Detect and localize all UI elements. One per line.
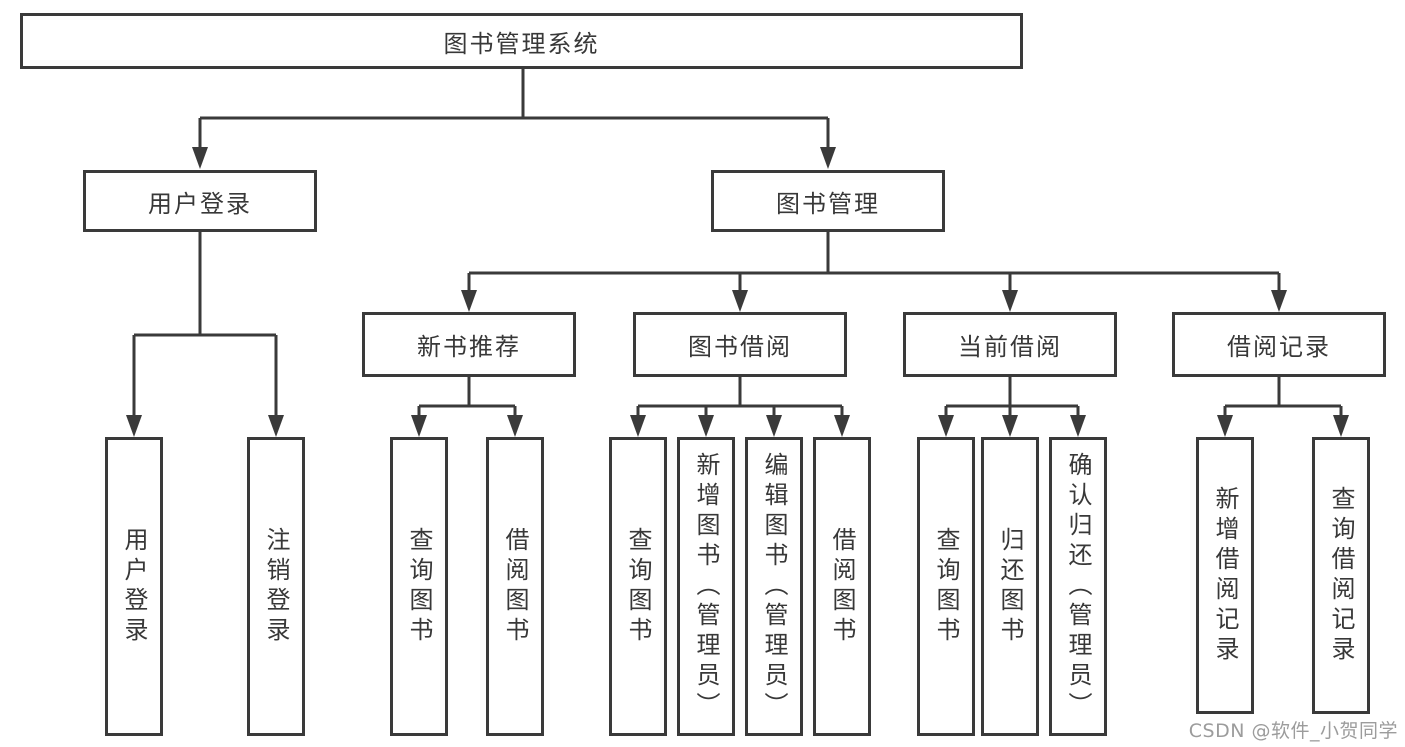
arrow-head-icon <box>126 415 142 437</box>
node-user-login: 用户登录 <box>83 170 317 232</box>
tree-edges <box>132 69 1343 419</box>
node-current-borrowing: 当前借阅 <box>903 312 1117 377</box>
leaf-user-login: 用户登录 <box>105 437 163 736</box>
arrow-head-icon <box>411 415 427 437</box>
arrow-head-icon <box>1070 415 1086 437</box>
leaf-query-books-current: 查询图书 <box>917 437 975 736</box>
watermark: CSDN @软件_小贺同学 <box>1188 720 1398 742</box>
arrow-head-icon <box>834 415 850 437</box>
leaf-borrow-books-borrowing: 借阅图书 <box>813 437 871 736</box>
arrow-head-icon <box>192 147 208 169</box>
arrow-head-icon <box>1271 290 1287 312</box>
arrow-head-icon <box>1002 415 1018 437</box>
arrow-head-icon <box>820 147 836 169</box>
arrow-head-icon <box>732 290 748 312</box>
leaf-query-books-recommend: 查询图书 <box>390 437 448 736</box>
arrow-head-icon <box>630 415 646 437</box>
leaf-confirm-return-admin: 确认归还（管理员） <box>1049 437 1107 736</box>
leaf-add-borrow-record: 新增借阅记录 <box>1196 437 1254 714</box>
arrow-head-icon <box>507 415 523 437</box>
node-new-book-recommendation: 新书推荐 <box>362 312 576 377</box>
arrow-head-icon <box>1217 415 1233 437</box>
arrow-head-icon <box>461 290 477 312</box>
leaf-query-borrow-record: 查询借阅记录 <box>1312 437 1370 714</box>
leaf-add-book-admin: 新增图书（管理员） <box>677 437 735 736</box>
arrow-head-icon <box>938 415 954 437</box>
node-book-management: 图书管理 <box>711 170 945 232</box>
arrow-head-icon <box>698 415 714 437</box>
arrow-head-icon <box>1002 290 1018 312</box>
leaf-edit-book-admin: 编辑图书（管理员） <box>745 437 803 736</box>
leaf-logout: 注销登录 <box>247 437 305 736</box>
node-borrowing-records: 借阅记录 <box>1172 312 1386 377</box>
leaf-borrow-books-recommend: 借阅图书 <box>486 437 544 736</box>
node-book-borrowing: 图书借阅 <box>633 312 847 377</box>
node-library-system: 图书管理系统 <box>20 13 1023 69</box>
arrow-heads <box>126 147 1349 437</box>
arrow-head-icon <box>268 415 284 437</box>
arrow-head-icon <box>1333 415 1349 437</box>
leaf-query-books-borrowing: 查询图书 <box>609 437 667 736</box>
arrow-head-icon <box>766 415 782 437</box>
leaf-return-books: 归还图书 <box>981 437 1039 736</box>
